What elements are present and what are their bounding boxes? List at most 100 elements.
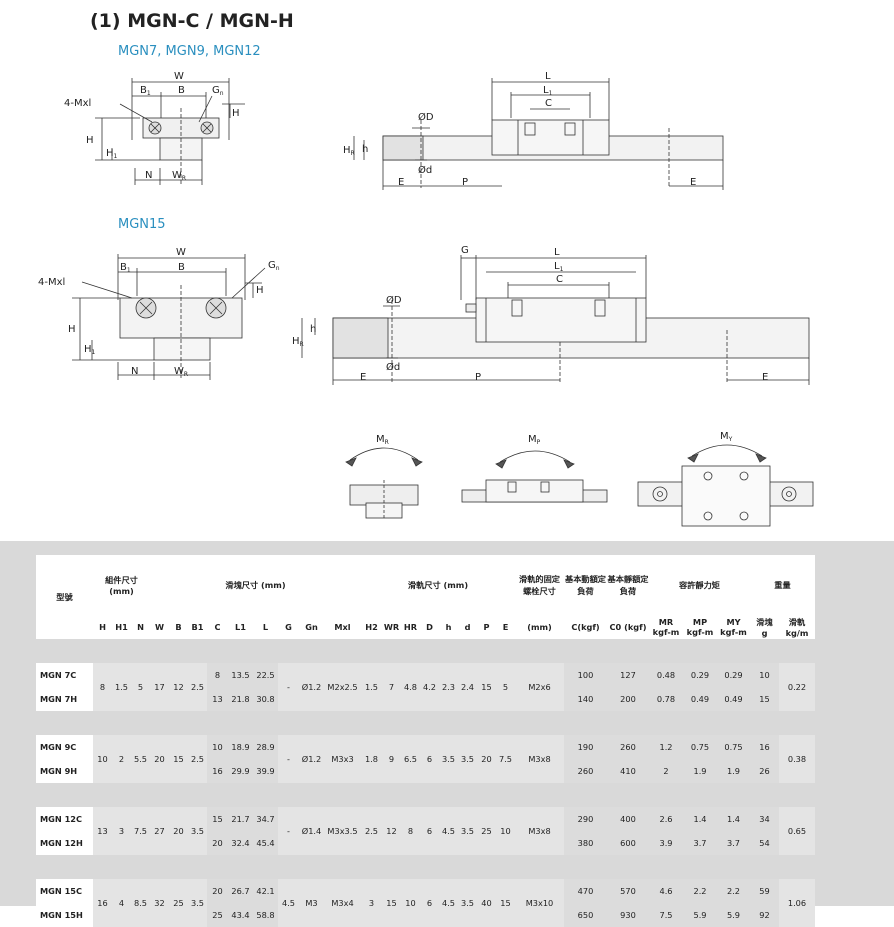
cell-mp: 2.2 (683, 879, 717, 903)
dim-HR: HR (343, 145, 355, 157)
dim-H2: H (232, 108, 240, 119)
dim-E-right: E (690, 177, 696, 188)
dim15-h: h (310, 324, 316, 335)
cell-p: 15 (477, 663, 496, 711)
dim-H: H (86, 135, 94, 146)
spec-table: 型號 組件尺寸 (mm) 滑塊尺寸 (mm) 滑軌尺寸 (mm) 滑軌的固定螺栓… (36, 555, 815, 927)
cell-l1: 21.8 (228, 687, 253, 711)
dim15-H2: H (256, 285, 264, 296)
front-view-mgn15 (72, 254, 266, 380)
col-header-w: W (150, 615, 169, 639)
cell-e: 10 (496, 807, 515, 855)
cell-l: 39.9 (253, 759, 278, 783)
cell-n: 5 (131, 663, 150, 711)
cell-rail-weight: 0.65 (779, 807, 815, 855)
moment-mp-diagram (461, 450, 608, 503)
cell-n: 5.5 (131, 735, 150, 783)
cell-n: 7.5 (131, 807, 150, 855)
dim-d: Ød (418, 164, 432, 176)
dim-H1: H1 (106, 148, 118, 160)
cell-c0: 600 (607, 831, 649, 855)
series-subtitle-mgn15: MGN15 (118, 217, 166, 232)
cell-h2: 1.8 (361, 735, 382, 783)
cell-c0: 127 (607, 663, 649, 687)
col-header-h1: H1 (112, 615, 131, 639)
dim15-G: G (461, 245, 469, 256)
cell-mp: 0.29 (683, 663, 717, 687)
dim-C: C (545, 98, 552, 109)
cell-h1: 3 (112, 807, 131, 855)
col-header-wr: WR (382, 615, 401, 639)
cell-e: 15 (496, 879, 515, 927)
cell-mp: 5.9 (683, 903, 717, 927)
moment-my-diagram (637, 444, 814, 527)
col-header-g: G (278, 615, 299, 639)
cell-mr: 2.6 (649, 807, 683, 831)
cell-hr: 10 (401, 879, 420, 927)
dim15-C: C (556, 274, 563, 285)
header-weight: 重量 (750, 555, 815, 615)
moment-name: MR (658, 617, 674, 627)
col-header-h: h (439, 615, 458, 639)
cell-c0: 570 (607, 879, 649, 903)
dim-B: B (178, 85, 185, 96)
header-moment: 容許靜力矩 (649, 555, 750, 615)
cell-c0: 410 (607, 759, 649, 783)
cell-cd: 190 (564, 735, 607, 759)
cell-g: 4.5 (278, 879, 299, 927)
cell-c0: 400 (607, 807, 649, 831)
cell-cd: 260 (564, 759, 607, 783)
moment-name: MP (692, 617, 708, 627)
cell-w: 32 (150, 879, 169, 927)
cell-gn: M3 (299, 879, 324, 927)
cell-mr: 7.5 (649, 903, 683, 927)
dim15-B1: B1 (120, 262, 131, 274)
dim15-N: N (131, 366, 138, 377)
cell-h: 13 (93, 807, 112, 855)
cell-b: 20 (169, 807, 188, 855)
cell-l: 28.9 (253, 735, 278, 759)
cell-p: 20 (477, 735, 496, 783)
cell-cd: 650 (564, 903, 607, 927)
cell-wr: 15 (382, 879, 401, 927)
cell-d: 2.4 (458, 663, 477, 711)
cell-e: 5 (496, 663, 515, 711)
dim-L: L (545, 71, 551, 82)
col-header-h: H (93, 615, 112, 639)
dim-B1: B1 (140, 85, 151, 97)
dim15-H: H (68, 324, 76, 335)
cell-wb: 34 (750, 807, 779, 831)
cell-l: 34.7 (253, 807, 278, 831)
cell-my: 0.29 (717, 663, 750, 687)
dim-W: W (174, 71, 184, 82)
page-title: (1) MGN-C / MGN-H (90, 10, 294, 32)
cell-c: 13 (207, 687, 228, 711)
header-model: 型號 (36, 555, 93, 639)
cell-bolt: M3x8 (515, 807, 564, 855)
cell-d: 6 (420, 879, 439, 927)
cell-c: 10 (207, 735, 228, 759)
cell-b: 25 (169, 879, 188, 927)
cell-bolt: M3x10 (515, 879, 564, 927)
cell-wb: 26 (750, 759, 779, 783)
cell-h2: 1.5 (361, 663, 382, 711)
side-view-small (353, 78, 724, 190)
cell-mp: 0.75 (683, 735, 717, 759)
col-header-c: C (207, 615, 228, 639)
cell-mp: 1.9 (683, 759, 717, 783)
weight-name: 滑塊 (756, 617, 773, 627)
header-bolt: 滑軌的固定螺栓尺寸 (515, 555, 564, 615)
cell-mr: 2 (649, 759, 683, 783)
cell-g: - (278, 807, 299, 855)
cell-h2: 2.5 (361, 807, 382, 855)
cell-l1: 18.9 (228, 735, 253, 759)
dim-h: h (362, 144, 368, 155)
dim15-P: P (475, 372, 481, 383)
cell-h: 10 (93, 735, 112, 783)
cell-my: 1.9 (717, 759, 750, 783)
dim-P: P (462, 177, 468, 188)
